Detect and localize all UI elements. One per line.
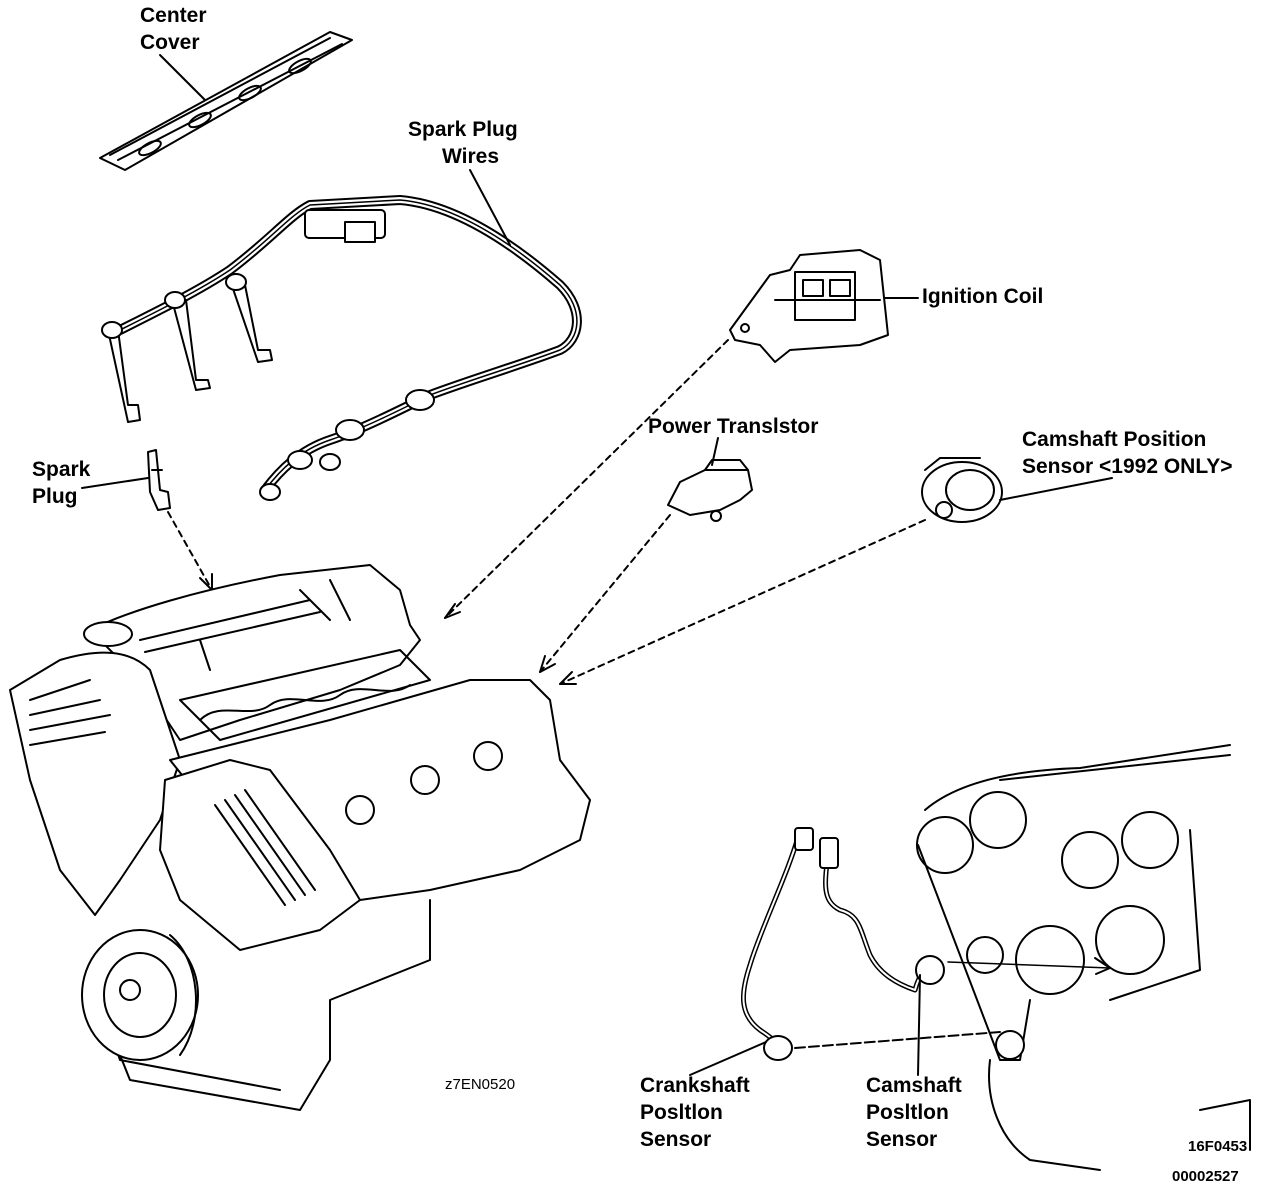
arrow-crankshaft-sensor	[794, 1031, 1001, 1049]
sensor-harness-drawing	[740, 827, 945, 1061]
spark-plug-wires-drawing	[101, 195, 582, 501]
camshaft-sensor-1992-drawing	[921, 457, 1003, 523]
center-cover-drawing	[99, 31, 353, 171]
arrow-spark-plug	[167, 511, 213, 591]
leader-power-transistor	[711, 437, 719, 466]
leader-camshaft-sensor	[917, 974, 921, 1076]
detail-figure-code: 16F0453	[1188, 1138, 1248, 1155]
page-code: 00002527	[1172, 1168, 1239, 1185]
engine-figure-code: z7EN0520	[445, 1076, 516, 1093]
label-ignition-coil: Ignition Coil	[922, 285, 1044, 308]
label-power-transistor: Power Translstor	[648, 415, 819, 438]
leader-center-cover	[159, 54, 206, 101]
power-transistor-drawing	[667, 459, 753, 522]
arrow-camshaft-sensor-1992	[559, 519, 926, 685]
arrow-ignition-coil	[444, 339, 729, 619]
spark-plug-drawing	[147, 449, 171, 511]
timing-belt-detail-drawing	[916, 744, 1251, 1171]
leader-crankshaft-sensor	[689, 1041, 767, 1076]
arrow-power-transistor	[539, 514, 671, 673]
engine-drawing	[9, 564, 591, 1111]
leader-spark-plug	[81, 477, 149, 489]
leader-spark-plug-wires	[469, 169, 511, 246]
ignition-coil-drawing	[729, 249, 889, 363]
leader-camshaft-sensor-1992	[999, 477, 1113, 501]
